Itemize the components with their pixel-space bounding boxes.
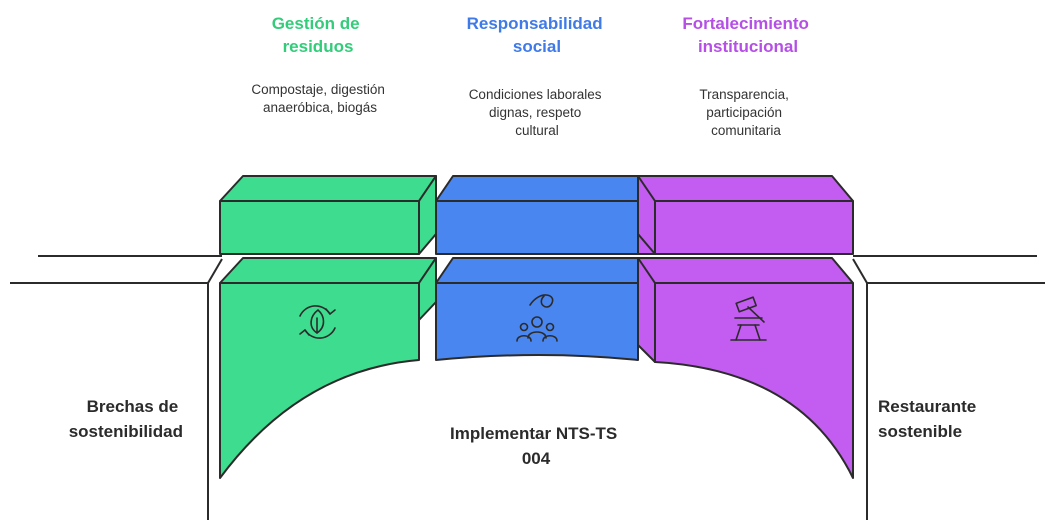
arch-front-face xyxy=(654,282,854,479)
block-front-face xyxy=(637,200,854,255)
left-cliff-back xyxy=(207,258,223,284)
right-label: Restaurante sostenible xyxy=(878,397,981,441)
block-top-face xyxy=(435,175,639,202)
right-cliff-back xyxy=(852,258,868,284)
ground-lines xyxy=(10,255,1045,520)
arch-top-face xyxy=(219,257,437,284)
column-title-responsabilidad-social: Responsabilidad social xyxy=(467,14,608,56)
column-title-gestion-residuos: Gestión de residuos xyxy=(272,14,365,56)
column-title-fortalecimiento-institucional: Fortalecimiento institucional xyxy=(682,14,813,56)
arch-top-face xyxy=(637,257,854,284)
gavel-icon xyxy=(730,296,767,341)
recycle-leaf-icon xyxy=(299,305,336,339)
block-top-face xyxy=(219,175,437,202)
block-side-face xyxy=(637,175,656,255)
pillar-fortalecimiento-institucional xyxy=(637,175,854,479)
column-desc-fortalecimiento-institucional: Transparencia, participación comunitaria xyxy=(699,87,792,138)
arch-front-face xyxy=(435,282,639,361)
arch-front-face xyxy=(219,282,420,479)
center-label: Implementar NTS-TS 004 xyxy=(450,424,622,468)
arch-top-face xyxy=(435,257,639,284)
community-people-icon xyxy=(516,294,558,342)
column-desc-gestion-residuos: Compostaje, digestión anaeróbica, biogás xyxy=(251,82,388,115)
left-label: Brechas de sostenibilidad xyxy=(69,397,183,441)
column-desc-responsabilidad-social: Condiciones laborales dignas, respeto cu… xyxy=(469,87,606,138)
pillar-responsabilidad-social xyxy=(435,175,639,361)
block-front-face xyxy=(219,200,420,255)
pillar-gestion-residuos xyxy=(219,175,437,479)
block-front-face xyxy=(435,200,639,255)
block-top-face xyxy=(637,175,854,202)
